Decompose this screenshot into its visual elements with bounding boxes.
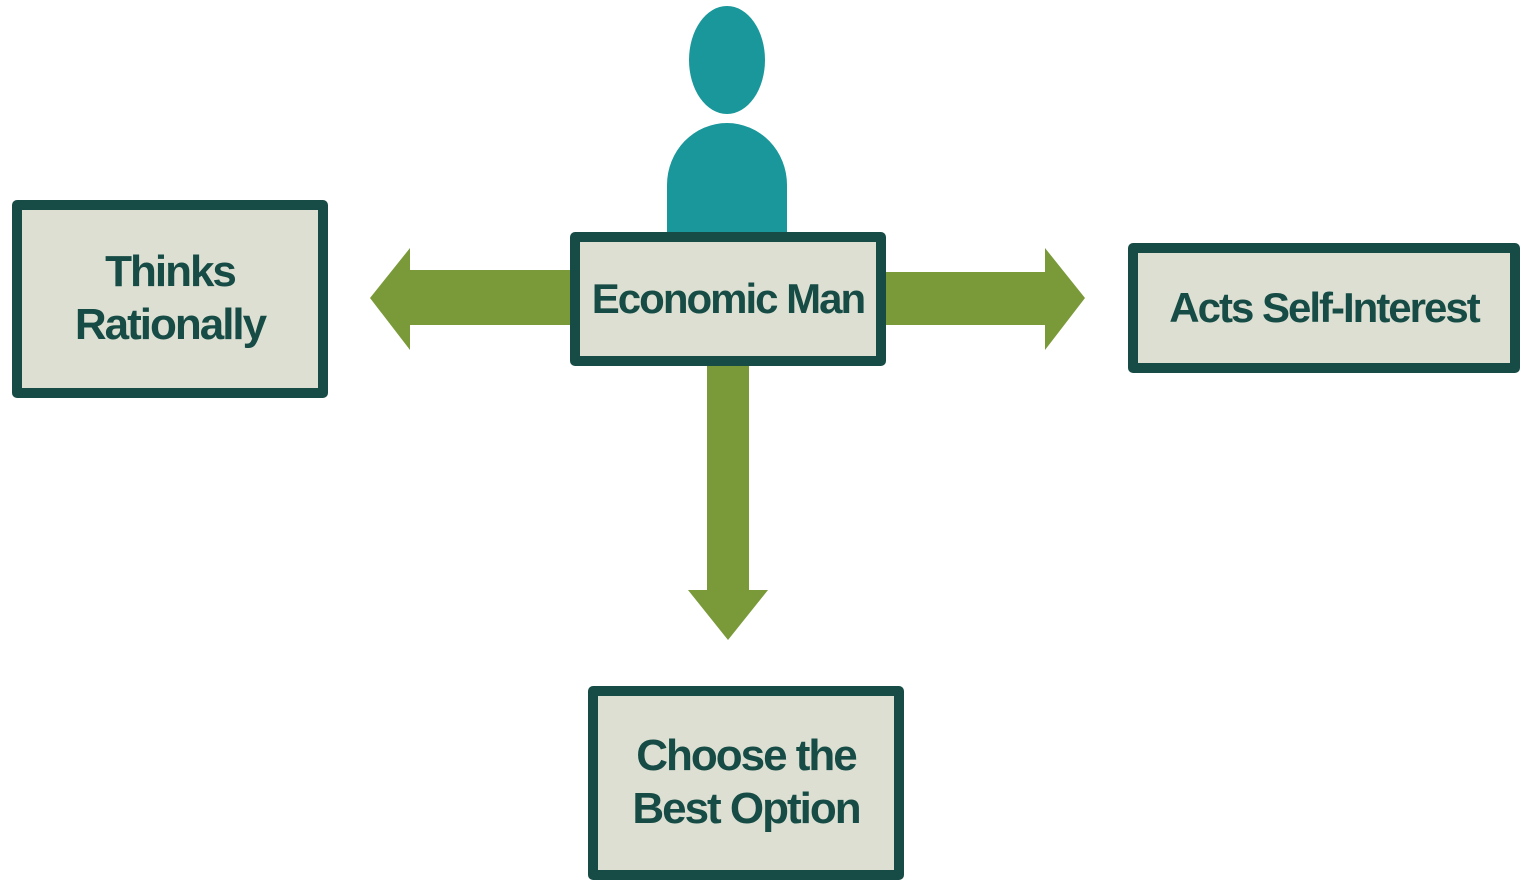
arrow-left: [370, 248, 575, 350]
economic-man-box: Economic Man: [570, 232, 886, 366]
person-icon: [667, 6, 787, 234]
acts-self-interest-label: Acts Self-Interest: [1169, 283, 1480, 331]
acts-self-interest-box: Acts Self-Interest: [1128, 243, 1520, 373]
economic-man-label: Economic Man: [591, 274, 866, 322]
choose-best-option-label: Choose the Best Option: [632, 731, 861, 833]
choose-best-option-box: Choose the Best Option: [588, 686, 904, 880]
person-body: [667, 123, 787, 234]
thinks-rationally-label: Thinks Rationally: [74, 247, 267, 349]
arrow-down: [688, 362, 768, 640]
arrow-right: [880, 248, 1085, 350]
thinks-rationally-box: Thinks Rationally: [12, 200, 328, 398]
person-head: [689, 6, 765, 114]
